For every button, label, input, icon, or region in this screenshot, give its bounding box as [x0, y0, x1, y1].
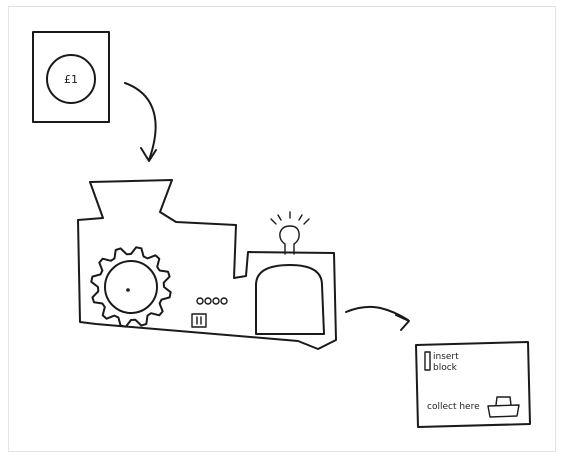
image-frame	[8, 6, 556, 452]
